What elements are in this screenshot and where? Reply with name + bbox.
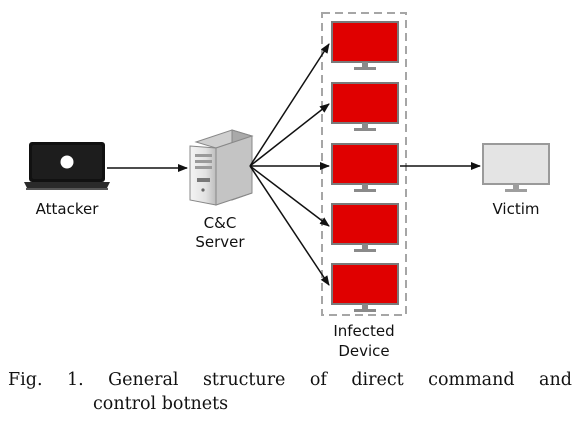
arrow-server-to-device-4	[249, 165, 330, 227]
infected-device-monitor-icon	[331, 263, 399, 312]
caption-word: and	[539, 370, 572, 390]
arrow-server-to-device-1	[249, 43, 330, 167]
victim-monitor-icon	[482, 143, 550, 192]
figure-caption: Fig. 1. General structure of direct comm…	[8, 368, 580, 416]
attacker-laptop-icon	[24, 142, 110, 190]
caption-word: of	[309, 370, 327, 390]
caption-line-1: Fig. 1. General structure of direct comm…	[8, 368, 572, 392]
caption-word: command	[428, 370, 515, 390]
victim-label: Victim	[492, 200, 539, 218]
cnc-server-icon	[189, 129, 254, 206]
infected-device-monitor-icon	[331, 143, 399, 192]
caption-word: 1.	[66, 370, 84, 390]
infected-device-label-line1: Infected	[333, 322, 394, 340]
caption-line-2: control botnets	[93, 394, 229, 414]
caption-word: General	[108, 370, 179, 390]
arrow-server-to-device-5	[249, 165, 330, 286]
caption-word: direct	[351, 370, 404, 390]
infected-device-monitor-icon	[331, 82, 399, 131]
caption-word: Fig.	[8, 370, 43, 390]
infected-device-monitor-icon	[331, 21, 399, 70]
arrow-server-to-device-2	[249, 103, 330, 167]
server-label-line1: C&C	[204, 214, 237, 232]
infected-device-label-line2: Device	[338, 342, 389, 360]
server-label-line2: Server	[195, 233, 245, 251]
caption-word: structure	[202, 370, 286, 390]
infected-device-monitor-icon	[331, 203, 399, 252]
infected-device-group-box	[321, 12, 407, 316]
attacker-label: Attacker	[36, 200, 100, 218]
